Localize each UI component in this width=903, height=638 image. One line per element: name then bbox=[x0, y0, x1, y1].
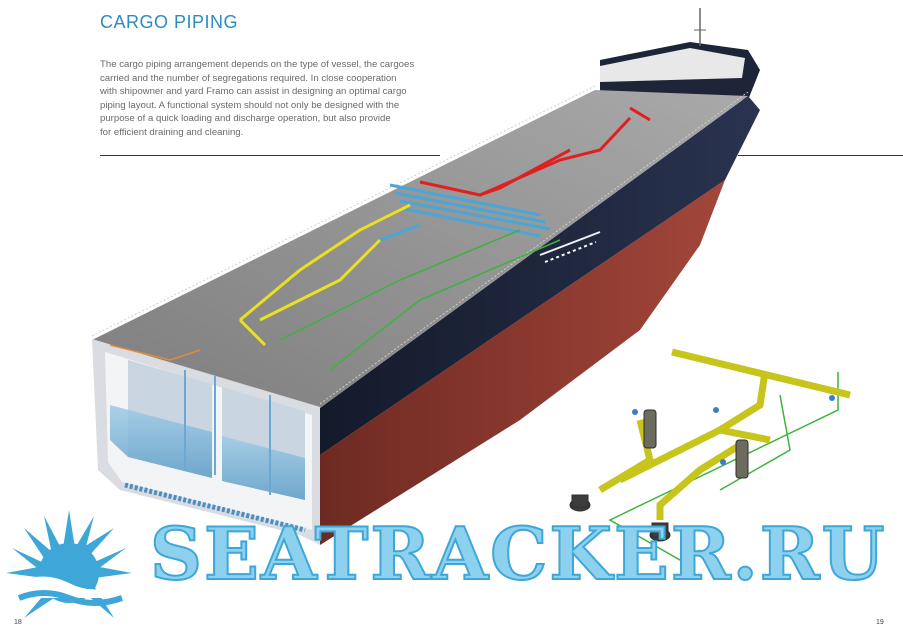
cargo-tank-cross-section bbox=[92, 340, 320, 545]
page-number-right: 19 bbox=[876, 619, 884, 626]
intro-line: with shipowner and yard Framo can assist… bbox=[100, 86, 407, 98]
divider-left bbox=[100, 155, 440, 156]
intro-paragraph: The cargo piping arrangement depends on … bbox=[100, 58, 430, 140]
intro-line: The cargo piping arrangement depends on … bbox=[100, 59, 415, 70]
deck-pipe-blue bbox=[379, 183, 551, 242]
deck-pipe-red bbox=[419, 106, 651, 197]
divider-right bbox=[738, 155, 903, 156]
page-number-left: 18 bbox=[14, 619, 22, 626]
pump-units bbox=[569, 409, 749, 542]
hull-red-side bbox=[320, 180, 725, 545]
deck-pipe-yellow bbox=[238, 203, 411, 347]
detail-valves bbox=[632, 395, 835, 465]
intro-line: piping layout. A functional system shoul… bbox=[100, 99, 400, 111]
hull-dark-band bbox=[320, 96, 760, 455]
watermark-text: SEATRACKER.RU bbox=[149, 511, 887, 596]
intro-line: purpose of a quick loading and discharge… bbox=[100, 113, 391, 125]
ship-deck bbox=[92, 90, 748, 408]
intro-line: for efficient draining and cleaning. bbox=[100, 126, 244, 138]
deck-pipe-green bbox=[279, 229, 561, 371]
sun-over-wave-icon bbox=[6, 510, 132, 618]
deck-railings bbox=[539, 231, 601, 263]
deck-pipe-orange bbox=[109, 344, 201, 361]
pump-piping-detail-illustration bbox=[569, 348, 851, 561]
detail-pipe-yellow bbox=[598, 348, 851, 520]
ship-bow bbox=[600, 8, 760, 100]
page-title: CARGO PIPING bbox=[100, 12, 239, 32]
intro-line: carried and the number of segregations r… bbox=[100, 72, 397, 84]
